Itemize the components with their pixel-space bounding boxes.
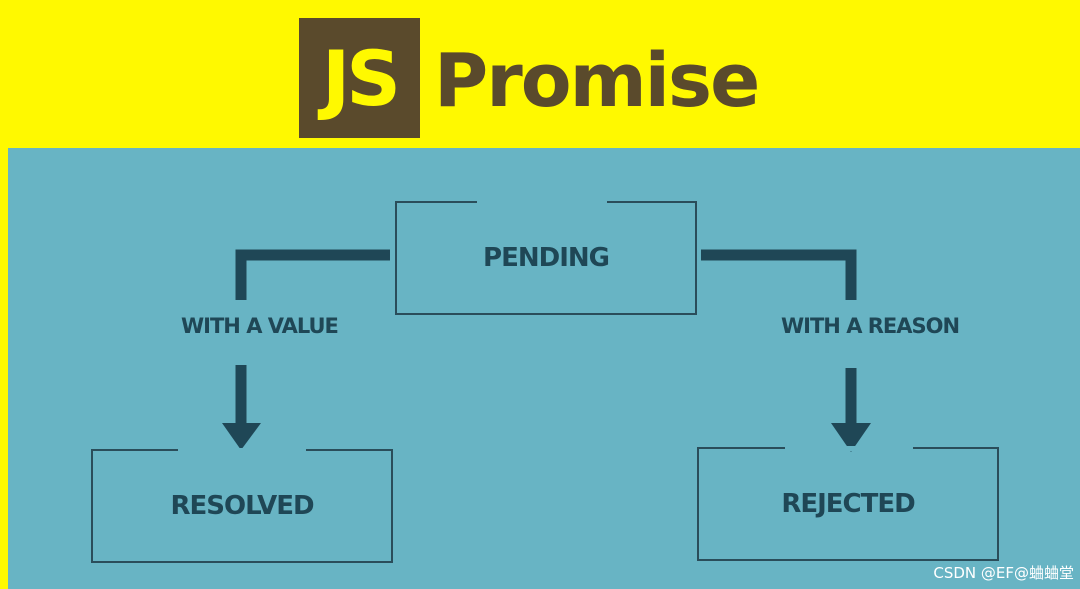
state-rejected-label: REJECTED xyxy=(781,489,915,519)
watermark: CSDN @EF@蛐蛐堂 xyxy=(933,564,1074,582)
connector-left xyxy=(235,249,390,300)
state-rejected: REJECTED xyxy=(697,446,999,561)
state-resolved-label: RESOLVED xyxy=(170,491,314,521)
diagram-panel xyxy=(8,148,1080,589)
arrow-left-head xyxy=(222,423,261,450)
box-border-gap xyxy=(785,446,913,451)
transition-resolve-label: WITH A VALUE xyxy=(181,314,339,338)
state-pending-label: PENDING xyxy=(483,243,610,273)
header-banner: JS Promise xyxy=(0,0,1080,148)
state-resolved: RESOLVED xyxy=(91,448,393,563)
js-logo-mark: JS xyxy=(299,18,420,138)
transition-reject-label: WITH A REASON xyxy=(781,314,960,338)
state-pending: PENDING xyxy=(395,200,697,315)
box-border-gap xyxy=(477,200,607,205)
connector-right xyxy=(701,249,857,300)
arrow-right-head xyxy=(831,423,871,452)
title-word: Promise xyxy=(434,38,760,124)
box-border-gap xyxy=(178,448,306,453)
